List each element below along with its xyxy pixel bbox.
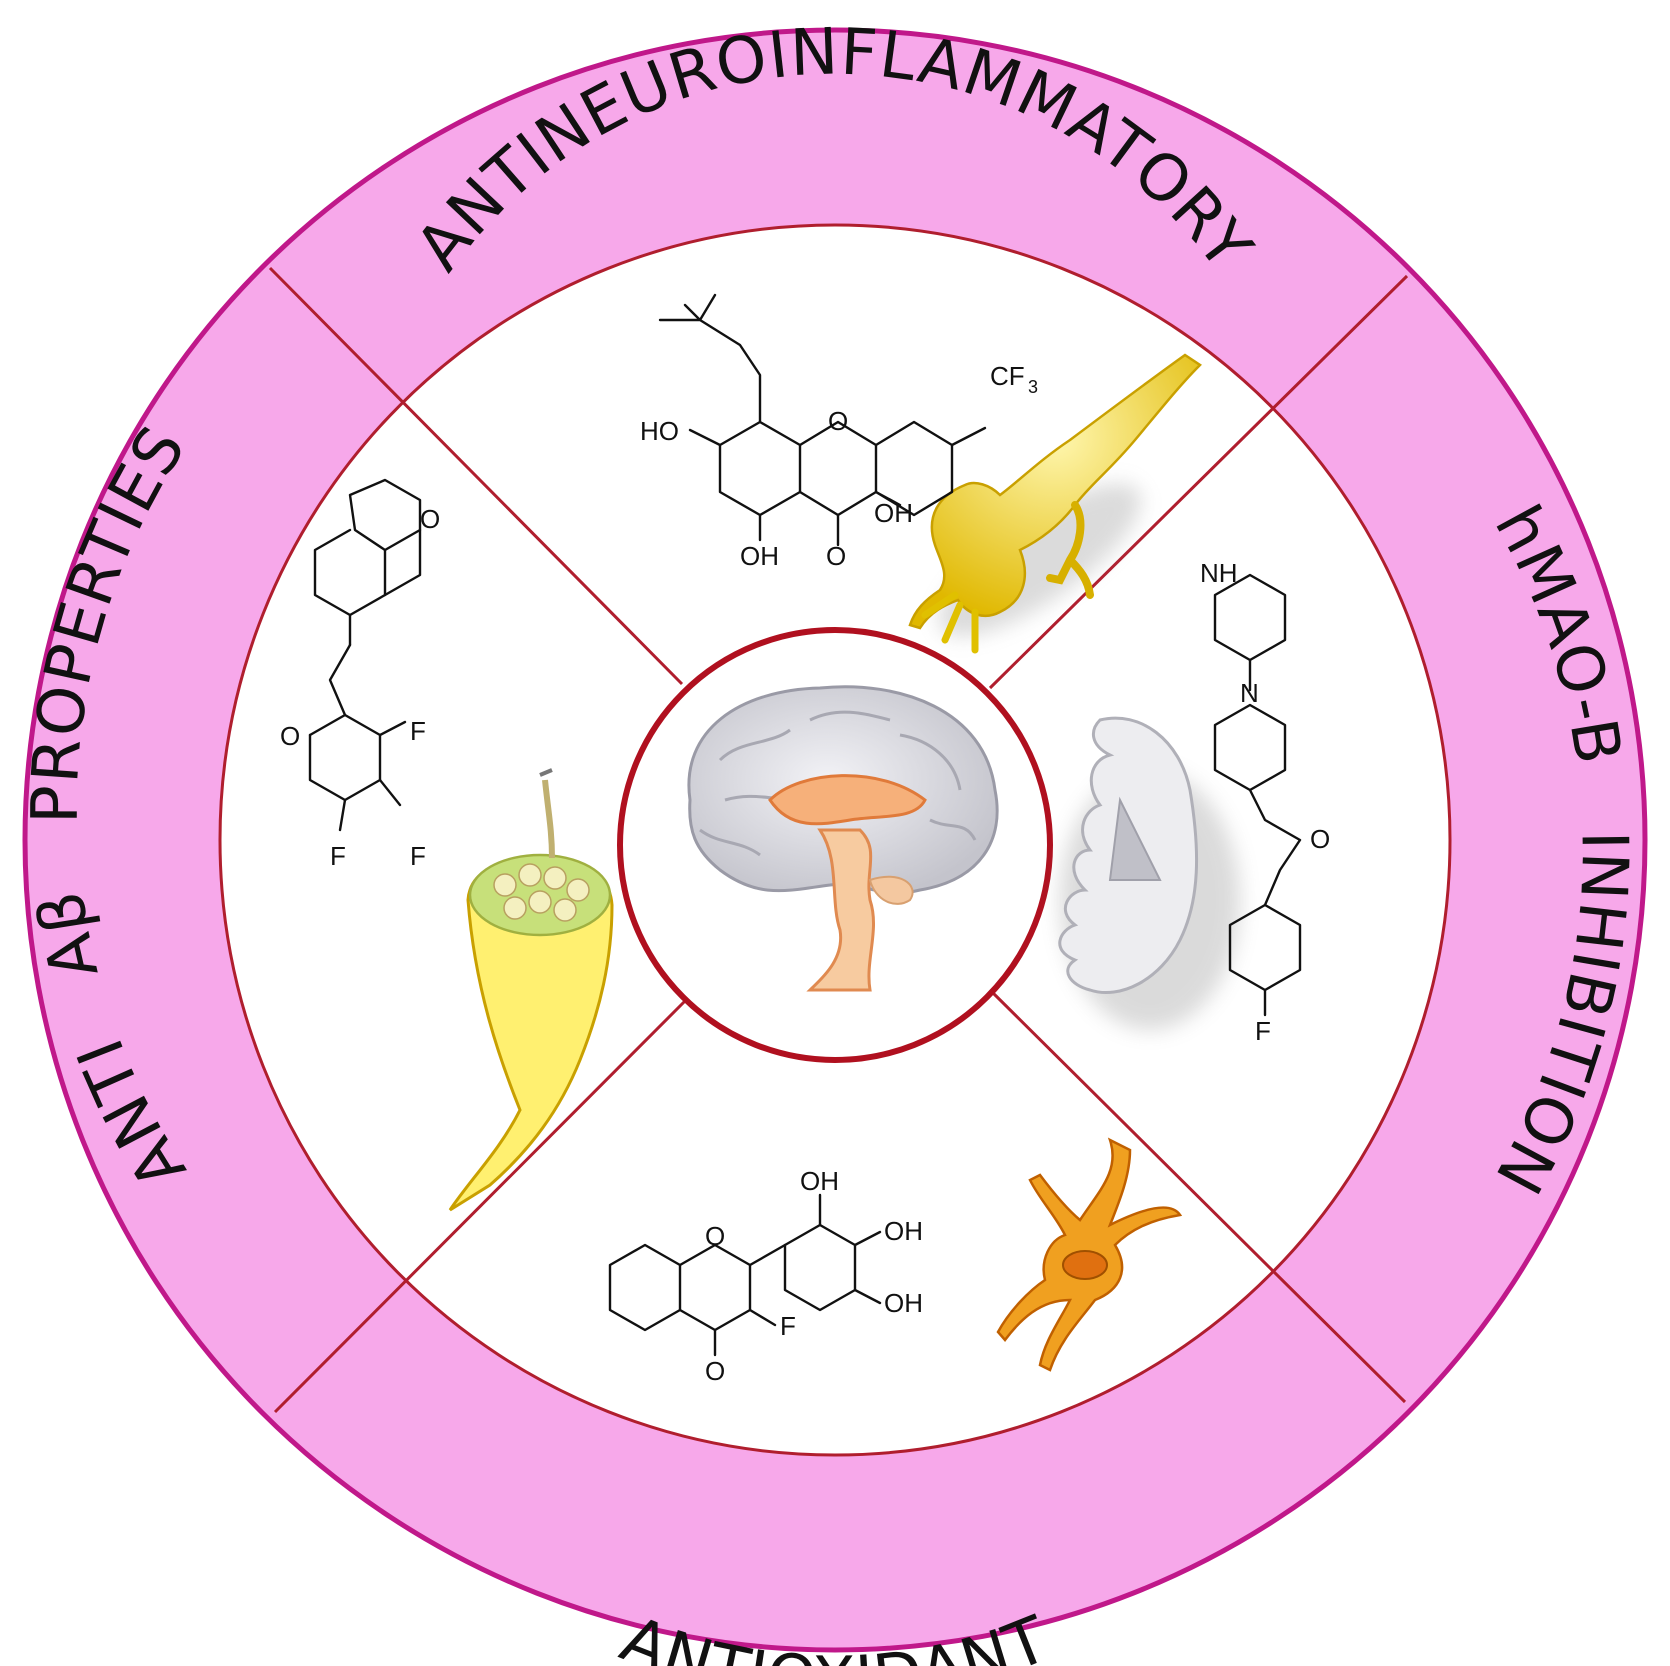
chem-oh-2: OH bbox=[884, 1216, 923, 1246]
chem-o-ring: O bbox=[705, 1221, 725, 1251]
chem-n: N bbox=[1240, 678, 1259, 708]
molecule-right: NH N O F bbox=[1200, 558, 1330, 1046]
chem-f-2: F bbox=[330, 841, 346, 871]
chem-o-carbonyl: O bbox=[705, 1356, 725, 1386]
neuron-icon bbox=[908, 353, 1202, 654]
chem-f-3: F bbox=[410, 841, 426, 871]
chem-oh-b: OH bbox=[740, 541, 779, 571]
chem-o-carbonyl: O bbox=[280, 721, 300, 751]
chem-oh-1: OH bbox=[800, 1166, 839, 1196]
brain-coronal-section-icon bbox=[1058, 716, 1240, 1030]
molecule-left: O O F F F bbox=[280, 478, 440, 871]
chem-oh-3: OH bbox=[884, 1288, 923, 1318]
chem-cf-sub: 3 bbox=[1028, 377, 1038, 397]
chem-f-1: F bbox=[410, 716, 426, 746]
chem-o-carbonyl: O bbox=[826, 541, 846, 571]
chem-o-ring: O bbox=[420, 504, 440, 534]
sector-dividers bbox=[268, 266, 1409, 1414]
chem-f: F bbox=[1255, 1016, 1271, 1046]
molecule-top: HO O CF 3 OH OH O bbox=[640, 293, 1038, 571]
chem-oh-a: OH bbox=[874, 498, 913, 528]
chem-o-ring: O bbox=[828, 406, 848, 436]
brain-sagittal-icon bbox=[687, 685, 999, 992]
chem-nh: NH bbox=[1200, 558, 1238, 588]
chem-cf: CF bbox=[990, 361, 1025, 391]
molecule-bottom: O OH OH OH F O bbox=[608, 1166, 923, 1386]
chem-f: F bbox=[780, 1311, 796, 1341]
chem-o: O bbox=[1310, 824, 1330, 854]
nerve-bundle-icon bbox=[448, 768, 614, 1212]
chem-ho: HO bbox=[640, 416, 679, 446]
astrocyte-icon bbox=[996, 1137, 1183, 1372]
